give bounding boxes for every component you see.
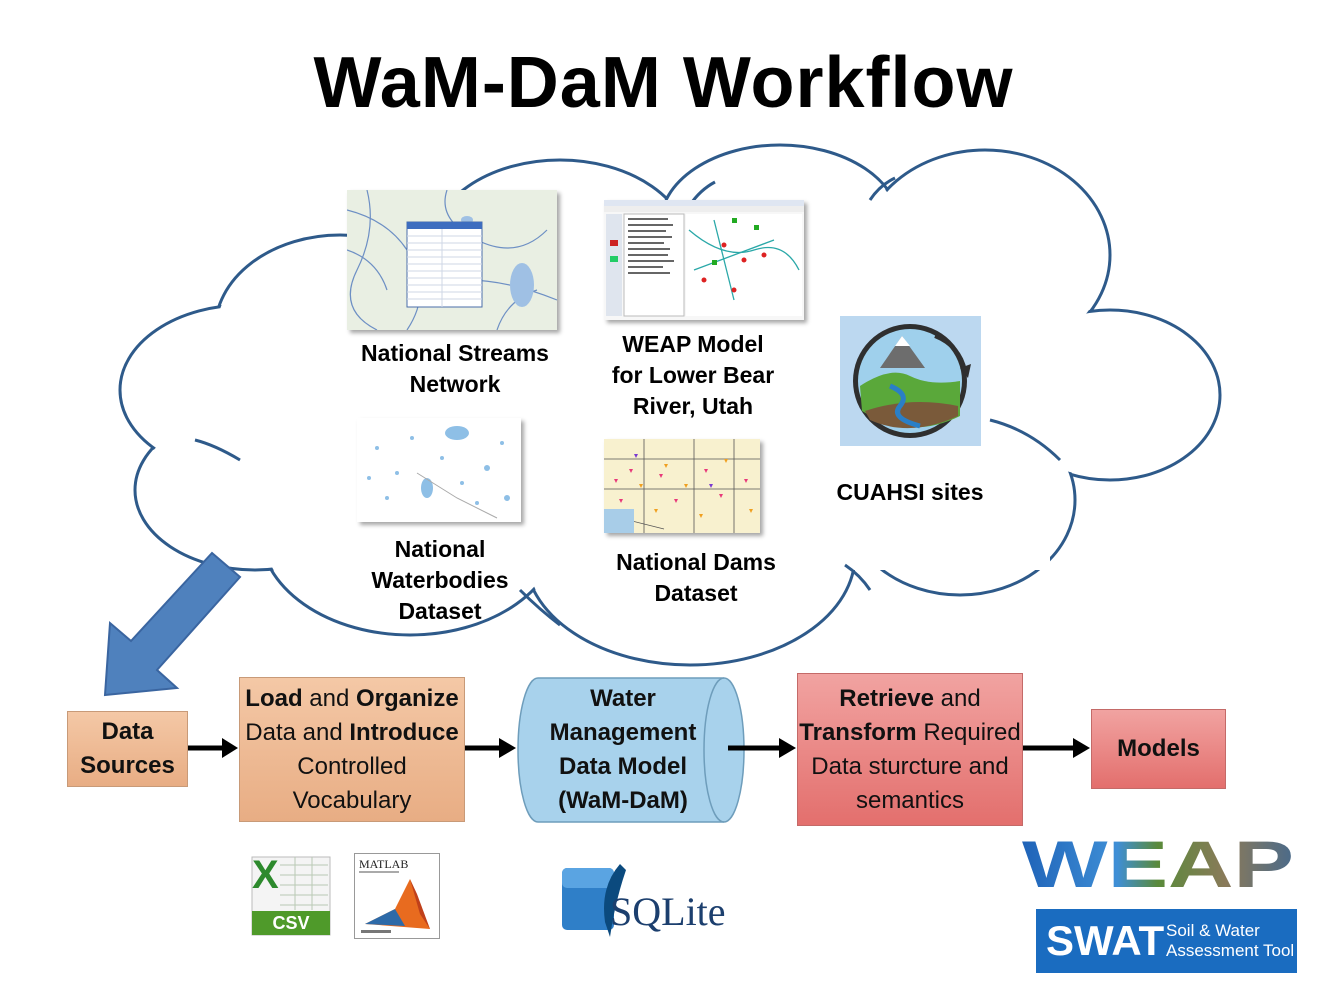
models-box: Models (1091, 709, 1226, 789)
cuahsi-label: CUAHSI sites (836, 479, 984, 505)
retrieve-transform-box: Retrieve and Transform Required Data stu… (797, 673, 1023, 826)
swat-sub-line2: Assessment Tool (1166, 941, 1295, 960)
wamdam-cylinder (517, 677, 745, 823)
load-word: Load (245, 684, 303, 712)
sqlite-logo: SQLite (560, 862, 735, 942)
required-word: Required (916, 718, 1021, 746)
organize-word: Organize (356, 684, 459, 712)
data-sources-line1: Data (101, 718, 154, 745)
matlab-logo: MATLAB (354, 853, 440, 939)
weap-logo-text: WEAP (1022, 833, 1294, 891)
matlab-text: MATLAB (359, 857, 409, 871)
retrieve-line3: Data sturcture and (811, 752, 1009, 780)
data-sources-box: Data Sources (67, 711, 188, 787)
weap-label-line1: WEAP Model (622, 331, 764, 357)
flow-arrows (188, 738, 1090, 758)
wamdam-line1: Water (590, 685, 656, 712)
page-title: WaM-DaM Workflow (313, 43, 1014, 123)
load-line3: Controlled (297, 752, 407, 780)
dams-label-line1: National Dams (616, 549, 776, 575)
weap-label-line3: River, Utah (632, 393, 754, 419)
cloud-to-sources-arrow (103, 551, 242, 697)
waterbodies-label-line2: Waterbodies (371, 567, 509, 593)
weap-model-screenshot (604, 200, 804, 320)
streams-map-image (347, 190, 557, 330)
streams-label-line1: National Streams (361, 340, 549, 366)
wamdam-label: Water Management Data Model (WaM-DaM) (530, 680, 716, 820)
weap-label-line2: for Lower Bear (611, 362, 775, 388)
retrieve-and-word: and (934, 684, 981, 712)
excel-csv-icon: X CSV (250, 853, 332, 937)
weap-logo: WEAP (1022, 833, 1294, 891)
waterbodies-map-image (357, 418, 521, 522)
dams-map-image (604, 439, 760, 533)
cuahsi-logo (840, 316, 981, 446)
sqlite-text: SQLite (610, 889, 726, 934)
dams-label-line2: Dataset (654, 580, 738, 606)
swat-logo: SWAT Soil & Water Assessment Tool (1036, 909, 1297, 973)
swat-text: SWAT (1046, 917, 1165, 964)
load-line4: Vocabulary (292, 786, 412, 814)
transform-word: Transform (799, 718, 917, 746)
wamdam-line3: Data Model (558, 753, 687, 780)
load-organize-box: Load and Organize Data and Introduce Con… (239, 677, 465, 822)
retrieve-word: Retrieve (839, 684, 934, 712)
load-data-and-text: Data and (245, 718, 350, 746)
streams-label-line2: Network (409, 371, 501, 397)
waterbodies-label-line1: National (394, 536, 486, 562)
load-and-word: and (302, 684, 356, 712)
data-sources-line2: Sources (80, 752, 175, 779)
wamdam-line4: (WaM-DaM) (558, 787, 688, 814)
introduce-word: Introduce (349, 718, 459, 746)
swat-sub-line1: Soil & Water (1166, 921, 1260, 940)
excel-x-letter: X (252, 853, 279, 897)
wamdam-line2: Management (549, 719, 697, 746)
csv-text: CSV (272, 913, 310, 933)
waterbodies-label-line3: Dataset (398, 598, 482, 624)
retrieve-line4: semantics (855, 786, 965, 814)
